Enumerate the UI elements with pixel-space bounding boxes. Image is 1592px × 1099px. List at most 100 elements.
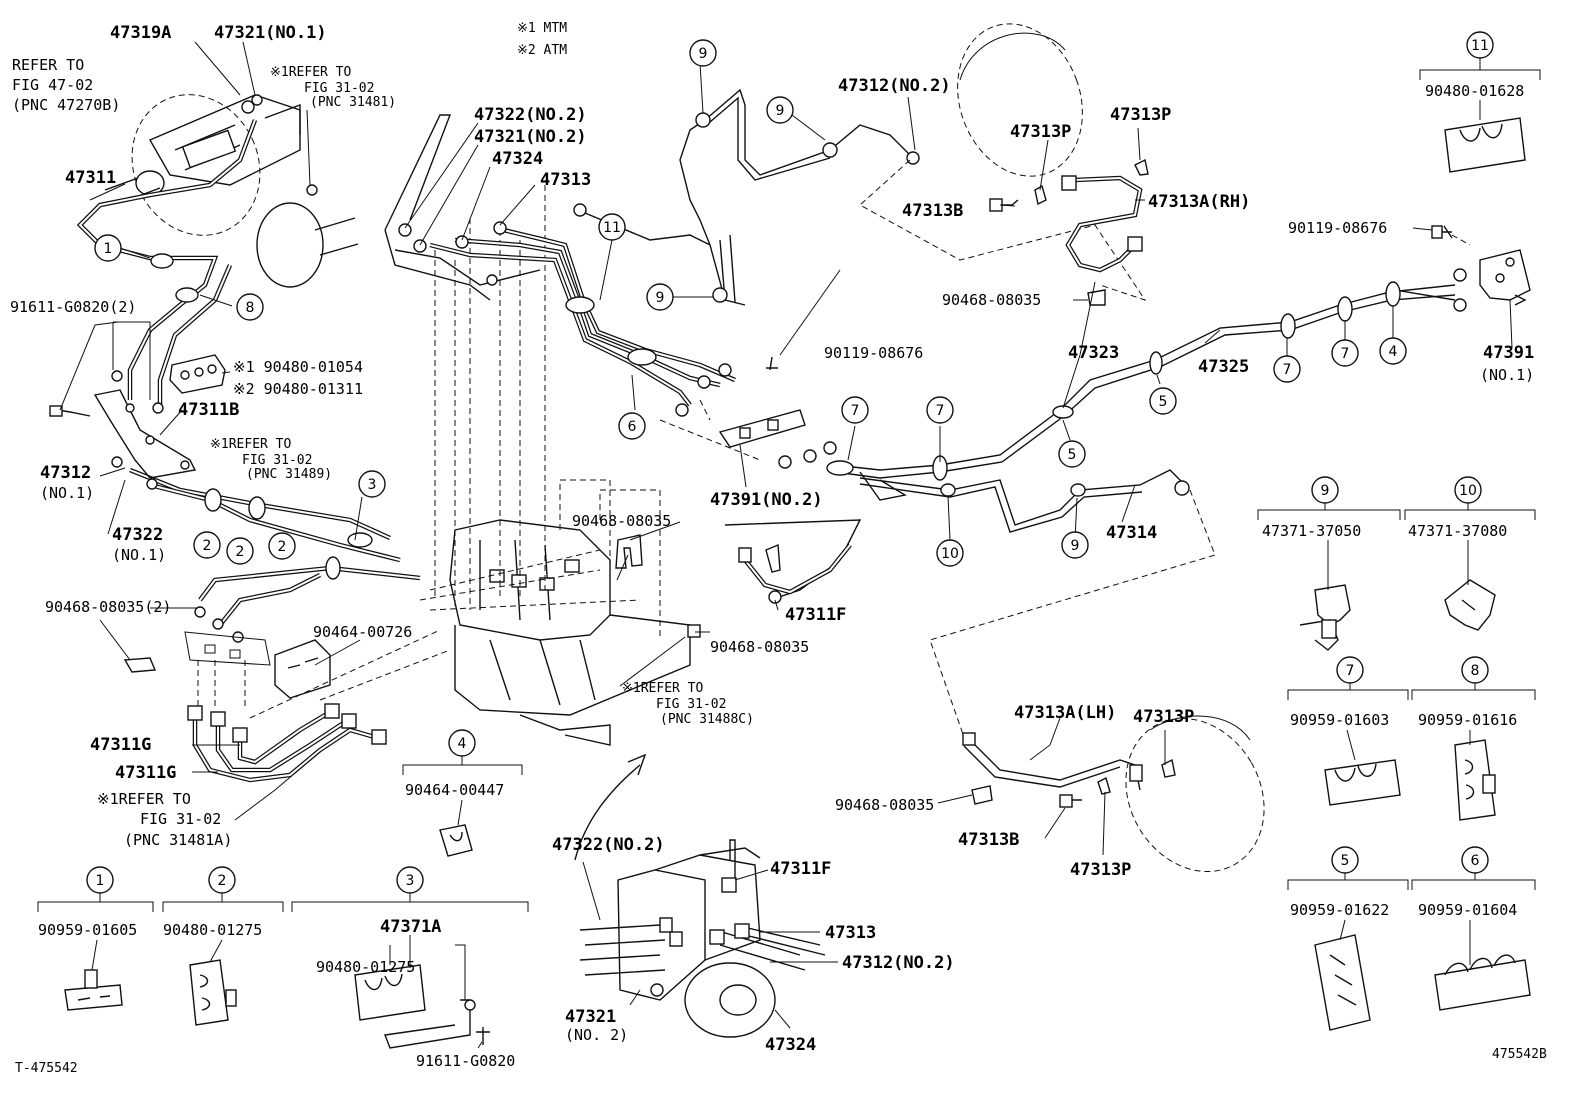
label-90959-01605: 90959-01605 [38, 921, 137, 939]
callout-circles: 1 8 3 2 2 2 11 6 9 9 9 7 7 5 5 7 7 4 10 … [86, 31, 1494, 894]
label-47321-no1: 47321(NO.1) [214, 23, 327, 43]
left-tube-routing [76, 119, 421, 643]
label-fig-31-02c: FIG 31-02 [140, 810, 221, 828]
svg-text:9: 9 [656, 290, 665, 306]
svg-text:1: 1 [104, 241, 113, 257]
label-figure-code: 475542B [1492, 1047, 1547, 1062]
label-47371-37050: 47371-37050 [1262, 522, 1361, 540]
svg-text:4: 4 [1389, 344, 1398, 360]
label-90464-00726: 90464-00726 [313, 623, 412, 641]
leader-lines [59, 41, 1513, 1049]
lower-left-bracket [123, 631, 331, 710]
label-47322-no2-b: 47322(NO.2) [552, 835, 665, 855]
svg-text:10: 10 [941, 546, 959, 562]
label-90119-08676-a: 90119-08676 [1288, 219, 1387, 237]
svg-text:11: 11 [1471, 38, 1489, 54]
label-90480-01275-b: 90480-01275 [316, 958, 415, 976]
label-47325: 47325 [1198, 357, 1249, 377]
label-90468-08035-top: 90468-08035 [572, 512, 671, 530]
clamp-part-2 [189, 959, 237, 1026]
tube-47312-no2 [679, 88, 920, 303]
callout-11-b: 11 [1466, 31, 1494, 59]
label-47319a: 47319A [110, 23, 171, 43]
grommet-90480-01054 [169, 354, 226, 394]
lh-flex-hose [962, 732, 1176, 808]
clamp-part-1 [64, 969, 123, 1011]
master-cylinder-assembly [104, 94, 359, 288]
svg-text:9: 9 [776, 103, 785, 119]
label-47313p-b: 47313P [1110, 105, 1171, 125]
clamp-part-3 [354, 964, 490, 1049]
label-pnc-31488c: (PNC 31488C) [660, 712, 754, 727]
label-47313-b: 47313 [825, 923, 876, 943]
callout-11-a: 11 [598, 213, 626, 241]
label-47311f-a: 47311F [785, 605, 846, 625]
svg-text:9: 9 [1071, 538, 1080, 554]
callout-9-a: 9 [689, 39, 717, 67]
svg-text:6: 6 [1471, 853, 1480, 869]
callout-4-b: 4 [448, 729, 476, 757]
callout-2-b: 2 [226, 537, 254, 565]
label-47313p-c: 47313P [1133, 707, 1194, 727]
label-47311: 47311 [65, 168, 116, 188]
callout-7-c: 7 [1273, 355, 1301, 383]
callout-4-a: 4 [1379, 337, 1407, 365]
svg-text:2: 2 [278, 539, 287, 555]
tube-47311f [687, 519, 862, 638]
label-47311f-b: 47311F [770, 859, 831, 879]
label-47391-no1: 47391 [1483, 343, 1534, 363]
label-pnc-31481: (PNC 31481) [310, 95, 396, 110]
label-pnc-31481a: (PNC 31481A) [124, 831, 232, 849]
label-47313p-a: 47313P [1010, 122, 1071, 142]
brake-actuator [419, 185, 691, 746]
label-mtm: ※1 MTM [517, 21, 567, 36]
label-fig-31-02a: FIG 31-02 [304, 81, 374, 96]
label-47324: 47324 [492, 149, 543, 169]
label-no1-b: (NO.1) [112, 546, 166, 564]
label-47313b-b: 47313B [958, 830, 1019, 850]
label-refer-to: REFER TO [12, 56, 84, 74]
clamp-part-10 [1444, 579, 1496, 631]
svg-text:7: 7 [936, 403, 945, 419]
callout-2-c: 2 [268, 532, 296, 560]
label-47324-b: 47324 [765, 1035, 816, 1055]
callout-3-a: 3 [358, 470, 386, 498]
svg-text:7: 7 [1283, 362, 1292, 378]
svg-text:3: 3 [406, 873, 415, 889]
svg-text:5: 5 [1068, 447, 1077, 463]
center-tube-bundle [384, 114, 746, 407]
label-90464-00447: 90464-00447 [405, 781, 504, 799]
callout-2-d: 2 [208, 866, 236, 894]
label-90959-01616: 90959-01616 [1418, 711, 1517, 729]
label-47321-no2: 47321(NO.2) [474, 127, 587, 147]
label-90468-08035-2: 90468-08035(2) [45, 598, 171, 616]
label-atm: ※2 ATM [517, 43, 567, 58]
label-90119-08676-b: 90119-08676 [824, 344, 923, 362]
svg-text:3: 3 [368, 477, 377, 493]
arrow-to-actuator-detail [574, 753, 647, 861]
callout-7-a: 7 [841, 396, 869, 424]
label-91611-g0820: 91611-G0820 [416, 1052, 515, 1070]
callout-2-a: 2 [193, 531, 221, 559]
part-labels: 47319A 47321(NO.1) REFER TO FIG 47-02 (P… [10, 21, 1547, 1076]
label-fig-47-02: FIG 47-02 [12, 76, 93, 94]
actuator-detail [579, 839, 826, 1038]
bracket-47391-no1 [1431, 225, 1531, 306]
callout-7-b: 7 [926, 396, 954, 424]
callout-5-a: 5 [1058, 440, 1086, 468]
label-90959-01622: 90959-01622 [1290, 901, 1389, 919]
label-47322-no2: 47322(NO.2) [474, 105, 587, 125]
callout-7-d: 7 [1331, 339, 1359, 367]
label-90468-08035-mid: 90468-08035 [710, 638, 809, 656]
label-47311b: 47311B [178, 400, 239, 420]
label-47312-no2: 47312(NO.2) [838, 76, 951, 96]
label-47312-no1: 47312 [40, 463, 91, 483]
callout-8-a: 8 [236, 293, 264, 321]
callout-9-e: 9 [1311, 476, 1339, 504]
label-47313b-a: 47313B [902, 201, 963, 221]
callout-10-b: 10 [1454, 476, 1482, 504]
callout-5-b: 5 [1149, 387, 1177, 415]
rh-brake-drum [859, 23, 1147, 301]
svg-text:2: 2 [203, 538, 212, 554]
